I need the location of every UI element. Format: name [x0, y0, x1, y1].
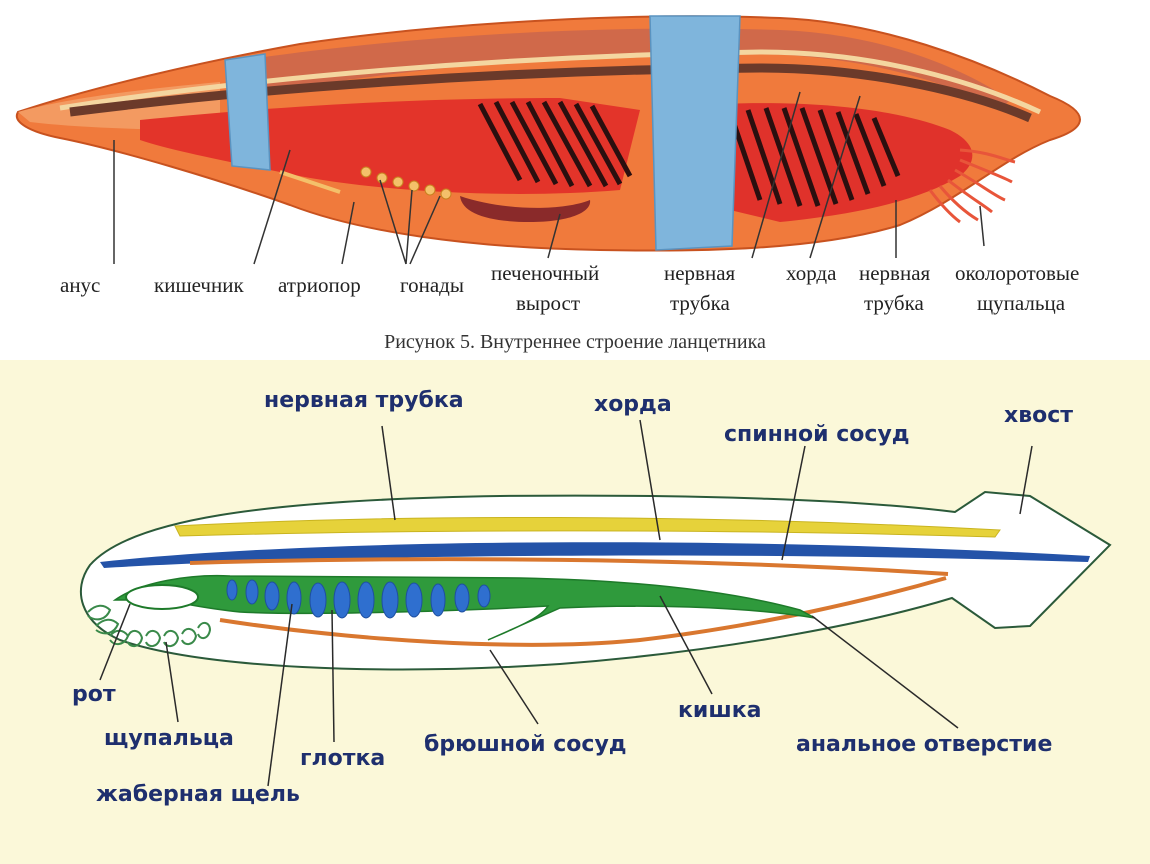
- label-ventral-vessel: брюшной сосуд: [424, 732, 627, 757]
- label-nerve-tube-1b: трубка: [670, 291, 730, 315]
- label-gonads: гонады: [400, 273, 464, 297]
- label-chord-schematic: хорда: [594, 392, 672, 417]
- label-gill-slit: жаберная щель: [96, 782, 300, 807]
- label-anal-opening: анальное отверстие: [796, 732, 1053, 757]
- label-anus: анус: [60, 273, 101, 297]
- label-liver-outgrowth-1: печеночный: [491, 261, 600, 285]
- label-tentacles-schematic: щупальца: [104, 726, 234, 751]
- blue-ribbon-2: [649, 15, 741, 251]
- label-gut: кишка: [678, 698, 762, 723]
- label-oral-tentacles-1: околоротовые: [955, 261, 1080, 285]
- pharynx-top: [720, 103, 973, 222]
- figure-caption: Рисунок 5. Внутреннее строение ланцетник…: [384, 331, 766, 353]
- atriopore-top: [279, 170, 341, 194]
- label-dorsal-vessel: спинной сосуд: [724, 422, 910, 447]
- leader-lines-top: [113, 91, 985, 265]
- label-atriopore: атриопор: [278, 273, 361, 297]
- label-chord: хорда: [786, 261, 837, 285]
- blue-ribbon-1: [224, 53, 271, 171]
- label-oral-tentacles-2: щупальца: [977, 291, 1066, 315]
- label-pharynx: глотка: [300, 746, 386, 771]
- label-liver-outgrowth-2: вырост: [516, 291, 581, 315]
- label-nerve-tube-2b: трубка: [864, 291, 924, 315]
- oral-tentacles-group: [928, 148, 1016, 224]
- label-mouth: рот: [72, 682, 116, 707]
- lancelet-anatomy-illustration: [15, 15, 1081, 265]
- label-tail: хвост: [1004, 403, 1074, 428]
- liver-outgrowth: [460, 196, 591, 222]
- gill-slits-group: [477, 100, 901, 207]
- label-nerve-tube-2a: нервная: [859, 261, 931, 285]
- label-nerve-tube-1a: нервная: [664, 261, 736, 285]
- dorsal-muscle: [230, 28, 1010, 111]
- label-intestine: кишечник: [154, 273, 244, 297]
- label-nerve-tube: нервная трубка: [264, 388, 464, 413]
